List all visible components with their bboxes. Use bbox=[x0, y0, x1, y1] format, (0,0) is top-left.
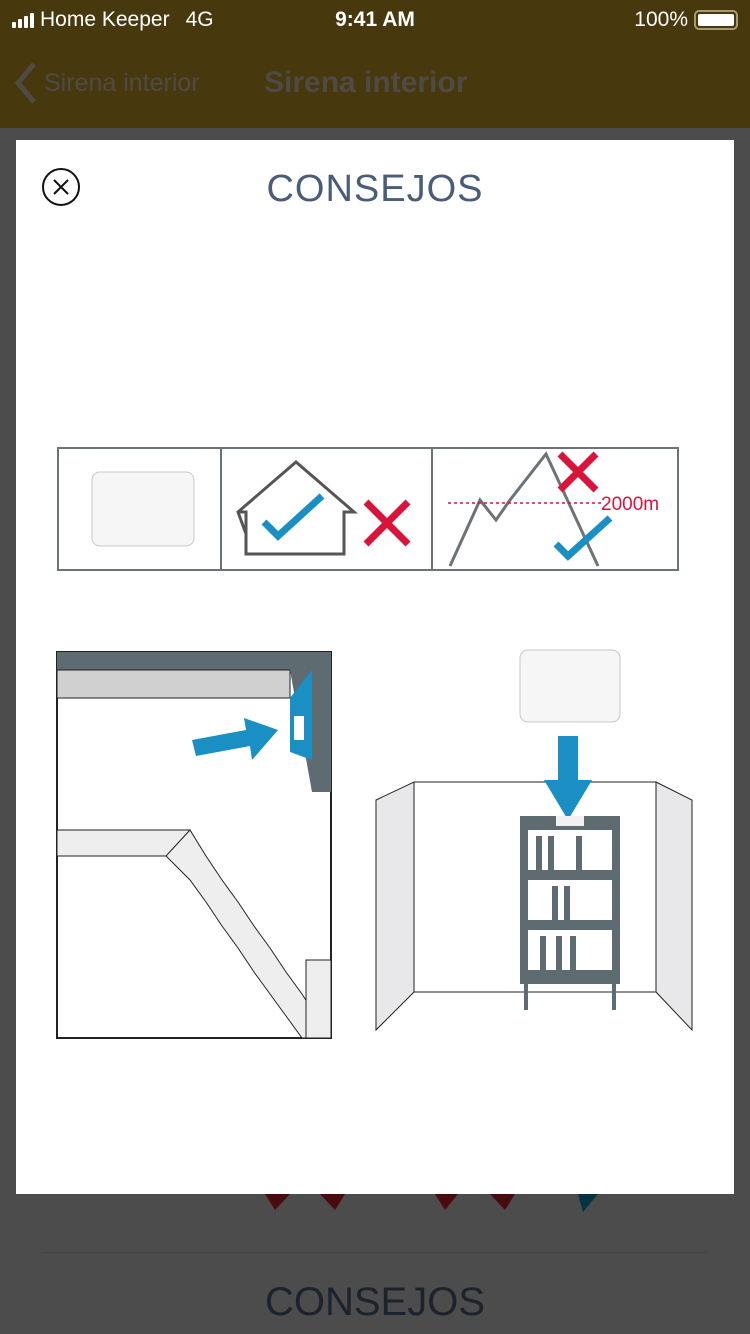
mountains-icon bbox=[448, 451, 600, 567]
network: 4G bbox=[185, 8, 214, 31]
signal-icon bbox=[12, 12, 34, 28]
tips-modal: CONSEJOS 2000m bbox=[16, 140, 734, 1194]
clock: 9:41 AM bbox=[335, 8, 415, 31]
close-icon bbox=[53, 179, 69, 195]
background-title: CONSEJOS bbox=[264, 1280, 486, 1324]
arrow-icon bbox=[192, 718, 278, 760]
close-button[interactable] bbox=[42, 168, 80, 206]
placement-illustration: 2000m bbox=[56, 447, 693, 1039]
background-icons bbox=[265, 1194, 598, 1212]
cross-icon bbox=[363, 499, 411, 547]
chevron-left-icon bbox=[14, 62, 36, 104]
siren-device-image bbox=[91, 471, 195, 547]
back-button[interactable]: Sirena interior bbox=[14, 62, 200, 104]
tips-strip: 2000m bbox=[57, 447, 679, 571]
battery-percent: 100% bbox=[634, 8, 688, 31]
nav-title: Sirena interior bbox=[264, 66, 468, 99]
arrow-icon bbox=[544, 736, 592, 820]
cross-icon bbox=[557, 451, 599, 493]
battery-icon bbox=[694, 10, 738, 30]
check-icon bbox=[553, 515, 613, 561]
divider bbox=[42, 1252, 708, 1253]
shelf-placement-scene bbox=[375, 649, 693, 1032]
altitude-label: 2000m bbox=[601, 494, 659, 515]
house-icon bbox=[236, 460, 359, 556]
check-icon bbox=[261, 493, 325, 541]
status-bar: Home Keeper 4G 9:41 AM 100% bbox=[0, 0, 750, 40]
modal-title: CONSEJOS bbox=[266, 168, 484, 210]
wall-mount-scene bbox=[56, 651, 332, 1039]
navigation-bar: Sirena interior Sirena interior bbox=[0, 40, 750, 128]
carrier: Home Keeper bbox=[40, 8, 170, 31]
back-label: Sirena interior bbox=[44, 68, 200, 97]
siren-device-image bbox=[519, 649, 621, 723]
